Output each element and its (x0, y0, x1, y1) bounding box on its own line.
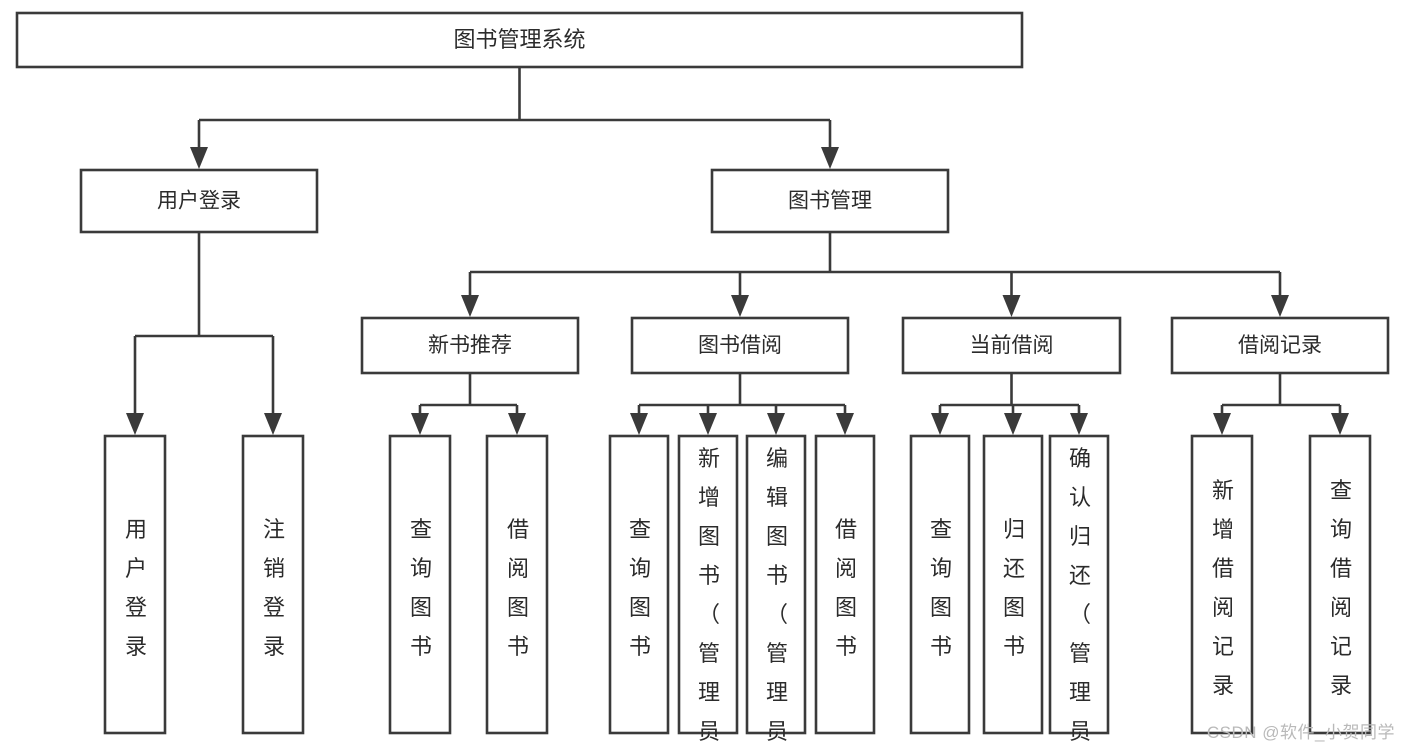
arrow-head-icon (264, 413, 282, 435)
connector-current-borrow-to-leaves (931, 373, 1088, 435)
node-leaf-return-book[interactable]: 归还图书 (982, 434, 1044, 735)
node-leaf-user-login-label: 用户登录 (125, 517, 147, 659)
arrow-head-icon (190, 147, 208, 169)
node-borrow-record[interactable]: 借阅记录 (1170, 316, 1390, 375)
node-leaf-borrow-book-rec-rect (485, 434, 549, 735)
connector-borrow-record-to-leaves (1213, 373, 1349, 435)
arrow-head-icon (836, 413, 854, 435)
node-leaf-query-book-rec-label: 查询图书 (410, 517, 432, 659)
arrow-head-icon (699, 413, 717, 435)
node-user-login-label: 用户登录 (157, 190, 241, 213)
node-leaf-borrow-book-rec-label: 借阅图书 (507, 517, 529, 659)
node-user-login[interactable]: 用户登录 (79, 168, 319, 234)
node-current-borrow[interactable]: 当前借阅 (901, 316, 1122, 375)
node-leaf-return-book-label: 归还图书 (1003, 517, 1025, 659)
arrow-head-icon (931, 413, 949, 435)
arrow-head-icon (731, 295, 749, 317)
node-leaf-edit-book-admin-rect (745, 434, 807, 735)
node-leaf-logout-login[interactable]: 注销登录 (241, 434, 305, 735)
node-leaf-query-book-borrow[interactable]: 查询图书 (608, 434, 670, 735)
node-leaf-logout-login-label: 注销登录 (263, 517, 285, 659)
connector-user-login-to-leaves (126, 232, 282, 435)
node-leaf-user-login-rect (103, 434, 167, 735)
node-leaf-query-borrow-record-label: 查询借阅记录 (1330, 478, 1352, 698)
node-book-borrow[interactable]: 图书借阅 (630, 316, 850, 375)
node-root[interactable]: 图书管理系统 (15, 11, 1024, 69)
node-leaf-query-book-borrow-rect (608, 434, 670, 735)
node-leaf-borrow-book-borrow-label: 借阅图书 (835, 517, 857, 659)
node-current-borrow-label: 当前借阅 (970, 334, 1054, 357)
node-book-borrow-label: 图书借阅 (698, 334, 782, 357)
node-leaf-query-book-current-rect (909, 434, 971, 735)
node-leaf-query-book-rec[interactable]: 查询图书 (388, 434, 452, 735)
node-new-book-recommend-rect (360, 316, 580, 375)
node-root-rect (15, 11, 1024, 69)
arrow-head-icon (126, 413, 144, 435)
node-leaf-logout-login-rect (241, 434, 305, 735)
node-leaf-add-borrow-record[interactable]: 新增借阅记录 (1190, 434, 1254, 735)
arrow-head-icon (1331, 413, 1349, 435)
arrow-head-icon (508, 413, 526, 435)
arrow-head-icon (411, 413, 429, 435)
node-leaf-confirm-return-admin[interactable]: 确认归还（管理员） (1048, 434, 1110, 747)
node-borrow-record-label: 借阅记录 (1238, 334, 1322, 357)
node-leaf-add-book-admin[interactable]: 新增图书（管理员） (677, 434, 739, 747)
node-leaf-query-book-current-label: 查询图书 (930, 517, 952, 659)
node-book-manage-label: 图书管理 (788, 190, 872, 213)
node-leaf-confirm-return-admin-rect (1048, 434, 1110, 735)
node-new-book-recommend-label: 新书推荐 (428, 334, 512, 357)
node-layer: 图书管理系统用户登录图书管理新书推荐图书借阅当前借阅借阅记录用户登录注销登录查询… (15, 11, 1390, 747)
node-leaf-add-book-admin-rect (677, 434, 739, 735)
node-leaf-return-book-rect (982, 434, 1044, 735)
node-borrow-record-rect (1170, 316, 1390, 375)
node-leaf-query-book-rec-rect (388, 434, 452, 735)
node-leaf-add-borrow-record-rect (1190, 434, 1254, 735)
node-leaf-add-book-admin-label: 新增图书（管理员） (698, 446, 720, 747)
arrow-head-icon (1271, 295, 1289, 317)
node-book-borrow-rect (630, 316, 850, 375)
node-leaf-edit-book-admin-label: 编辑图书（管理员） (766, 446, 788, 747)
node-current-borrow-rect (901, 316, 1122, 375)
connector-book-manage-to-level3 (461, 232, 1289, 317)
node-book-manage[interactable]: 图书管理 (710, 168, 950, 234)
node-leaf-query-book-current[interactable]: 查询图书 (909, 434, 971, 735)
node-leaf-user-login[interactable]: 用户登录 (103, 434, 167, 735)
arrow-head-icon (1002, 295, 1021, 317)
arrow-head-icon (821, 147, 839, 169)
node-root-label: 图书管理系统 (453, 27, 585, 52)
arrow-head-icon (1004, 413, 1022, 435)
node-leaf-edit-book-admin[interactable]: 编辑图书（管理员） (745, 434, 807, 747)
connector-new-book-recommend-to-leaves (411, 373, 526, 435)
arrow-head-icon (1213, 413, 1231, 435)
arrow-head-icon (630, 413, 648, 435)
arrow-head-icon (461, 295, 479, 317)
arrow-head-icon (767, 413, 785, 435)
node-book-manage-rect (710, 168, 950, 234)
connector-root-to-level2 (190, 67, 839, 169)
node-leaf-confirm-return-admin-label: 确认归还（管理员） (1069, 446, 1091, 747)
node-leaf-add-borrow-record-label: 新增借阅记录 (1212, 478, 1234, 698)
node-new-book-recommend[interactable]: 新书推荐 (360, 316, 580, 375)
node-leaf-borrow-book-borrow[interactable]: 借阅图书 (814, 434, 876, 735)
node-user-login-rect (79, 168, 319, 234)
connector-book-borrow-to-leaves (630, 373, 854, 435)
watermark-text: CSDN @软件_小贺同学 (1206, 723, 1395, 742)
node-leaf-query-book-borrow-label: 查询图书 (629, 517, 651, 659)
arrow-head-icon (1070, 413, 1088, 435)
connector-layer (126, 67, 1349, 435)
node-leaf-borrow-book-rec[interactable]: 借阅图书 (485, 434, 549, 735)
node-leaf-borrow-book-borrow-rect (814, 434, 876, 735)
node-leaf-query-borrow-record-rect (1308, 434, 1372, 735)
node-leaf-query-borrow-record[interactable]: 查询借阅记录 (1308, 434, 1372, 735)
